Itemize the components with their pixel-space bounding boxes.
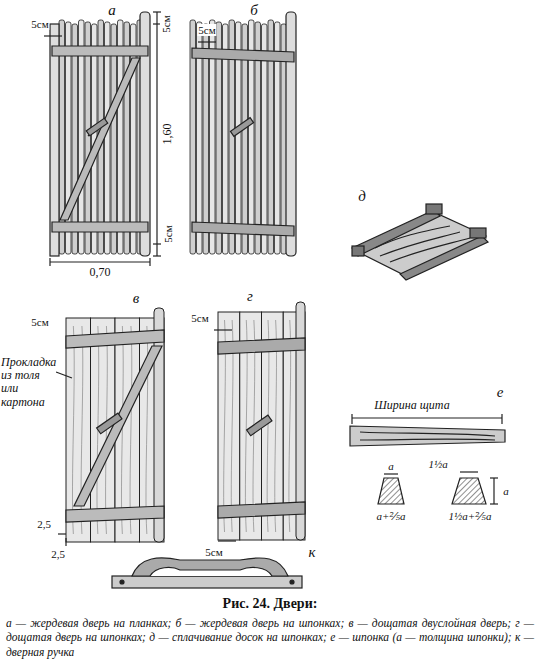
board-joining-on-keys bbox=[352, 204, 488, 280]
dimension: 2,5 bbox=[50, 548, 66, 560]
dimension: 5см bbox=[204, 546, 223, 558]
dimension: Ширина щита bbox=[373, 399, 450, 412]
pole bbox=[72, 24, 78, 254]
pole bbox=[124, 22, 130, 254]
dimension: 2,5 bbox=[36, 518, 52, 530]
plank-door-keys bbox=[218, 302, 305, 540]
figure-letter: г bbox=[246, 288, 254, 305]
dimension: 1½a bbox=[427, 458, 448, 470]
dimension: 5см bbox=[30, 18, 49, 30]
figure-letter: а bbox=[107, 2, 117, 19]
dimension: 5см bbox=[30, 316, 49, 328]
dimension: 0,70 bbox=[89, 266, 112, 279]
dimension: 1½a+⅖a bbox=[448, 510, 493, 522]
dimension: 5см bbox=[190, 312, 209, 324]
wood-grain bbox=[121, 326, 123, 534]
door-a-frame bbox=[44, 12, 161, 266]
figure-letter: е bbox=[496, 384, 505, 401]
key-section bbox=[350, 414, 505, 504]
dimension: 5см bbox=[162, 224, 174, 243]
wood-grain bbox=[130, 326, 132, 534]
door-g-frame bbox=[214, 330, 305, 541]
board bbox=[66, 318, 91, 542]
plank-door-two-layer bbox=[66, 308, 164, 542]
figure-letter: в bbox=[132, 290, 141, 307]
dimension: 1,60 bbox=[161, 123, 174, 146]
door-b-frame bbox=[192, 12, 296, 256]
pole bbox=[111, 24, 117, 254]
dimension: 5см bbox=[160, 14, 172, 33]
wood-grain bbox=[72, 326, 74, 534]
figure-letter: к bbox=[307, 544, 316, 561]
dimension: 5см bbox=[197, 24, 216, 36]
figure-letter: д bbox=[357, 188, 367, 205]
door-handle bbox=[112, 558, 302, 588]
dimension: a+⅖a bbox=[375, 510, 406, 522]
figure-letter: б bbox=[249, 2, 259, 19]
pole bbox=[105, 22, 111, 254]
caption-legend-text: а — жердевая дверь на планках; б — жерде… bbox=[6, 616, 534, 659]
figure-caption: Рис. 24. Двери: bbox=[0, 596, 540, 612]
pole bbox=[85, 22, 91, 254]
wood-grain bbox=[289, 320, 291, 532]
door-v-frame bbox=[56, 330, 164, 546]
dimension: a bbox=[387, 460, 395, 472]
dimension: a bbox=[502, 485, 510, 497]
note: Прокладка из толя или картона bbox=[0, 356, 56, 409]
